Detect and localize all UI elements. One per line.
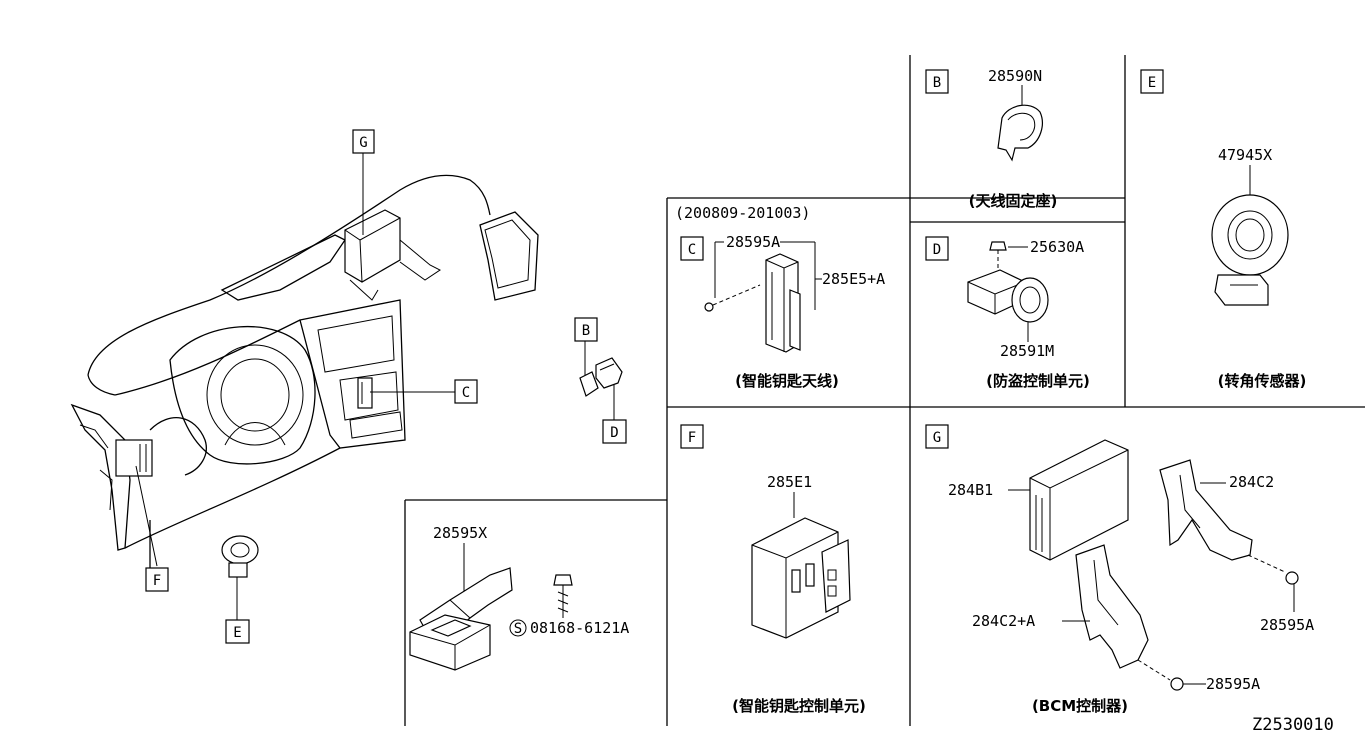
callout-d-label: D [610,425,618,441]
antenna-mount-small: B [574,317,599,397]
panel-g-part-clip-upper: 28595A [1260,616,1314,634]
panel-c-caption: (智能钥匙天线) [735,372,839,390]
immobilizer-small: D [595,357,627,444]
panel-f-caption: (智能钥匙控制单元) [732,697,866,715]
panel-g-part-clip-lower: 28595A [1206,675,1260,693]
panel-c-part-bracket: 28595A [726,233,780,251]
panel-e: E 47945X (转角传感器) [1140,69,1307,390]
callout-c-label: C [462,385,470,401]
callout-e-label: E [233,625,241,641]
dashboard-illustration [70,153,539,570]
panel-c-tag: C [688,242,696,258]
panel-e-part: 47945X [1218,146,1272,164]
panel-b-tag: B [933,75,941,91]
panel-b-part: 28590N [988,67,1042,85]
panel-g-part-bracket-lower: 284C2+A [972,612,1035,630]
callout-g: G [352,129,375,154]
panel-grid [404,55,1365,726]
panel-g-part-bcm: 284B1 [948,481,993,499]
panel-g-part-bracket-upper: 284C2 [1229,473,1274,491]
callout-f: F [145,567,169,592]
panel-d-caption: (防盗控制单元) [986,372,1090,390]
panel-c-part-antenna: 285E5+A [822,270,885,288]
panel-d-part-unit: 28591M [1000,342,1054,360]
panel-ll-part-bracket: 28595X [433,524,487,542]
panel-g: G 284B1 284C2 28595A 284C2+A 28595A (BCM… [925,424,1314,715]
panel-d: D 25630A 28591M (防盗控制单元) [925,236,1090,390]
panel-g-tag: G [933,430,941,446]
panel-b: B 28590N (天线固定座) [925,67,1058,210]
callout-c: C [454,379,478,404]
callout-f-label: F [153,573,161,589]
panel-ll-part-bolt: 08168-6121A [530,619,629,637]
panel-c: (200809-201003) C 28595A 285E5+A (智能钥匙天线… [675,204,885,390]
panel-f-tag: F [688,430,696,446]
callout-b-label: B [582,323,590,339]
panel-ll-bolt-symbol: S [514,621,522,637]
panel-d-tag: D [933,242,941,258]
callout-g-label: G [359,135,367,151]
panel-f: F 285E1 (智能钥匙控制单元) [680,424,866,715]
panel-b-caption: (天线固定座) [969,192,1058,210]
steering-sensor-small: E [221,535,259,644]
panel-lower-left: 28595X S 08168-6121A [409,524,629,671]
panel-g-caption: (BCM控制器) [1032,697,1128,715]
panel-f-part: 285E1 [767,473,812,491]
panel-d-part-bolt: 25630A [1030,238,1084,256]
panel-e-caption: (转角传感器) [1218,372,1307,390]
panel-c-date-range: (200809-201003) [675,204,810,222]
diagram-code: Z2530010 [1252,715,1334,735]
panel-e-tag: E [1148,75,1156,91]
